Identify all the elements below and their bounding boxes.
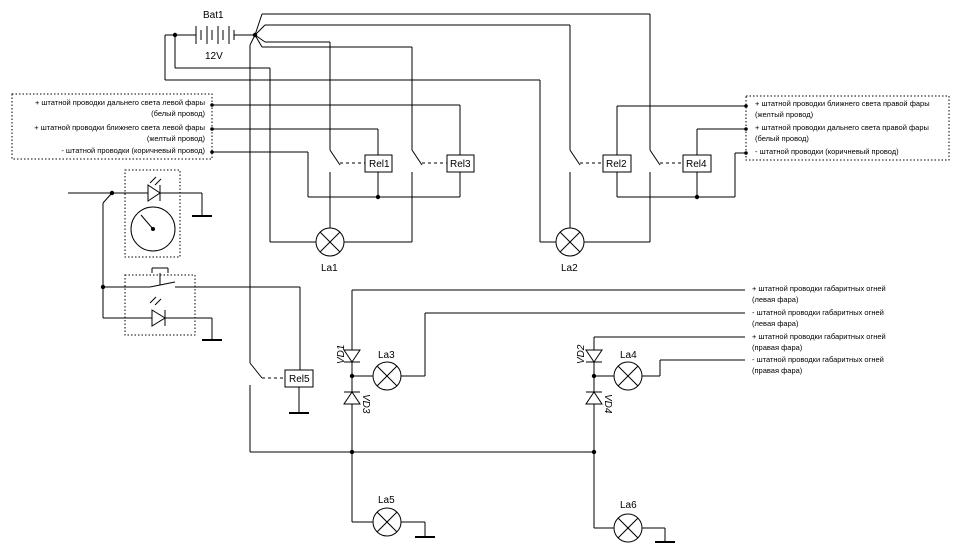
la5-label: La5 xyxy=(378,495,395,506)
lamp-la3 xyxy=(372,361,402,391)
lamp-la6 xyxy=(613,513,643,543)
marker-note-4-sub: (правая фара) xyxy=(752,366,803,375)
right-note-3: - штатной проводки (коричневый провод) xyxy=(755,147,899,156)
marker-note-3: + штатной проводки габаритных огней xyxy=(752,332,886,341)
vd4-label: VD4 xyxy=(602,394,613,414)
battery-label: Bat1 xyxy=(203,10,224,21)
right-note-1-sub: (желтый провод) xyxy=(755,110,814,119)
right-note-2: + штатной проводки дальнего света правой… xyxy=(755,123,929,132)
lamp-la4 xyxy=(613,361,643,391)
la4-label: La4 xyxy=(620,350,637,361)
battery: Bat1 12V xyxy=(165,10,255,62)
left-note-2: + штатной проводки ближнего света левой … xyxy=(34,123,205,132)
vd2-label: VD2 xyxy=(576,344,587,364)
marker-note-2-sub: (левая фара) xyxy=(752,319,799,328)
rel1-label: Rel1 xyxy=(369,159,390,170)
marker-note-2: - штатной проводки габаритных огней xyxy=(752,308,884,317)
left-note-3: - штатной проводки (коричневый провод) xyxy=(61,146,205,155)
indicator-box-top xyxy=(124,169,181,258)
left-note-1: + штатной проводки дальнего света левой … xyxy=(35,98,205,107)
left-notes-box xyxy=(11,93,213,160)
lamp-la1 xyxy=(315,227,345,257)
la1-label: La1 xyxy=(321,263,338,274)
gauge-icon xyxy=(130,206,176,252)
rel4-label: Rel4 xyxy=(686,159,707,170)
vd3-label: VD3 xyxy=(360,394,371,414)
la6-label: La6 xyxy=(620,500,637,511)
left-note-1-sub: (белый провод) xyxy=(151,109,205,118)
left-note-2-sub: (желтый провод) xyxy=(147,134,206,143)
rel2-label: Rel2 xyxy=(606,159,627,170)
lamp-la5 xyxy=(372,507,402,537)
marker-note-1-sub: (левая фара) xyxy=(752,295,799,304)
la3-label: La3 xyxy=(378,350,395,361)
rel3-label: Rel3 xyxy=(450,159,471,170)
right-note-2-sub: (белый провод) xyxy=(755,134,809,143)
battery-voltage: 12V xyxy=(205,51,223,62)
marker-note-4: - штатной проводки габаритных огней xyxy=(752,355,884,364)
right-note-1: + штатной проводки ближнего света правой… xyxy=(755,99,930,108)
vd1-label: VD1 xyxy=(336,345,347,364)
lamp-la2 xyxy=(555,227,585,257)
marker-note-3-sub: (правая фара) xyxy=(752,343,803,352)
marker-note-1: + штатной проводки габаритных огней xyxy=(752,284,886,293)
la2-label: La2 xyxy=(561,263,578,274)
rel5-label: Rel5 xyxy=(289,374,310,385)
